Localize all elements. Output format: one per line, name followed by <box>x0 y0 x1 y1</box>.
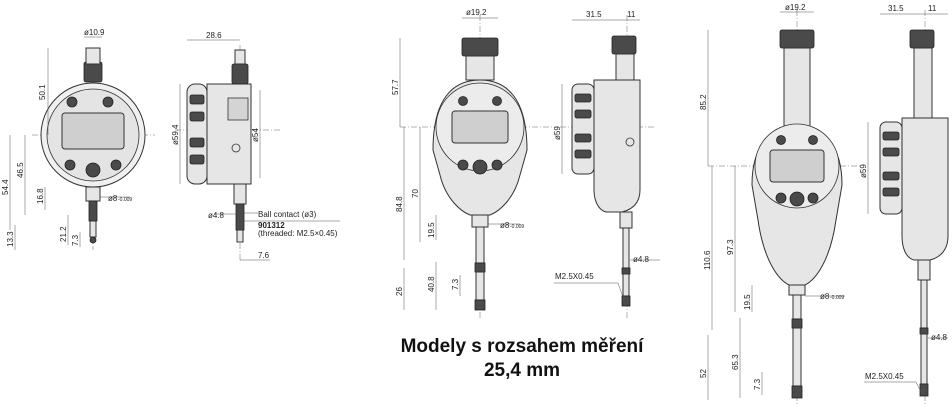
f3-top-dia: ø19.2 <box>785 3 806 12</box>
f3-stem-tol: -0.009 <box>830 295 844 301</box>
f1-tip: 7.6 <box>258 251 270 260</box>
f1-stem: ø8 <box>108 194 118 203</box>
figure3-side-view: 31.5 11 ø59 ø4.8 M2.5X0.45 <box>859 4 949 405</box>
caption-line1: Modely s rozsahem měření <box>401 336 645 357</box>
f2-spindle-dia: ø4.8 <box>633 255 650 264</box>
figure1-side-view: 28.6 ø59.4 ø54 ø4.8 Ball contact (ø3) 90… <box>171 31 340 261</box>
f1-height: 50.1 <box>38 84 47 100</box>
f1-part-no: 901312 <box>258 221 285 230</box>
f1-ball: Ball contact (ø3) <box>258 210 317 219</box>
f3-thread: M2.5X0.45 <box>865 372 904 381</box>
f2-dim-26: 26 <box>395 287 404 296</box>
f2-stem-tol: -0.009 <box>510 224 524 230</box>
f2-side-w2: 11 <box>627 10 636 19</box>
f2-dial-dia: ø59 <box>553 126 562 140</box>
f3-stem: ø8 <box>820 292 830 301</box>
f2-dim-40-8: 40.8 <box>427 276 436 292</box>
f1-dim-54-4: 54.4 <box>1 179 10 195</box>
f3-dim-7-3: 7.3 <box>753 378 762 390</box>
f1-stem-tol: -0.009 <box>118 197 132 203</box>
f1-dim-16-8: 16.8 <box>36 188 45 204</box>
figure2-side-view: 31.5 11 ø59 ø4.8 M2.5X0.45 <box>553 10 660 320</box>
f3-dim-19-5: 19.5 <box>743 294 752 310</box>
f2-dim-70: 70 <box>411 189 420 198</box>
caption-line2: 25,4 mm <box>484 360 560 381</box>
f1-back-dia: ø54 <box>251 128 260 142</box>
f1-thread: (threaded: M2.5×0.45) <box>258 229 338 238</box>
f3-height-top: 85.2 <box>699 94 708 110</box>
f1-dim-13-3: 13.3 <box>6 231 15 247</box>
f1-dim-7-3: 7.3 <box>71 234 80 246</box>
figure2-front-view: ø19.2 57.7 84.8 70 19.5 ø8 -0.009 26 40.… <box>391 8 555 320</box>
f2-height-top: 57.7 <box>391 79 400 95</box>
f2-stem: ø8 <box>500 221 510 230</box>
f3-dim-52: 52 <box>699 369 708 378</box>
f1-spindle-dia: ø4.8 <box>208 211 225 220</box>
f1-side-depth: 28.6 <box>206 31 222 40</box>
f1-dim-21-2: 21.2 <box>59 226 68 242</box>
f3-dim-110-6: 110.6 <box>703 250 712 270</box>
figure1-front-view: ø10.9 50.1 54.4 46.5 16.8 13.3 21.2 7.3 … <box>1 28 155 250</box>
f3-side-w1: 31.5 <box>888 4 904 13</box>
caption: Modely s rozsahem měření 25,4 mm <box>401 336 645 381</box>
f3-dim-65-3: 65.3 <box>731 354 740 370</box>
f2-thread: M2.5X0.45 <box>555 272 594 281</box>
f3-side-w2: 11 <box>928 4 937 13</box>
f1-dim-46-5: 46.5 <box>16 162 25 178</box>
f3-dial-dia: ø59 <box>859 164 868 178</box>
f2-side-w1: 31.5 <box>586 10 602 19</box>
f1-top-dia: ø10.9 <box>84 28 105 37</box>
f2-dim-7-3: 7.3 <box>451 278 460 290</box>
figure3-front-view: ø19.2 85.2 110.6 97.3 19.5 ø8 -0.009 52 … <box>699 3 860 405</box>
f2-top-dia: ø19.2 <box>466 8 487 17</box>
f2-dim-84-8: 84.8 <box>395 196 404 212</box>
f3-spindle-dia: ø4.8 <box>931 333 948 342</box>
f2-dim-19-5: 19.5 <box>427 222 436 238</box>
f3-dim-97-3: 97.3 <box>726 239 735 255</box>
f1-dial-dia: ø59.4 <box>171 124 180 145</box>
